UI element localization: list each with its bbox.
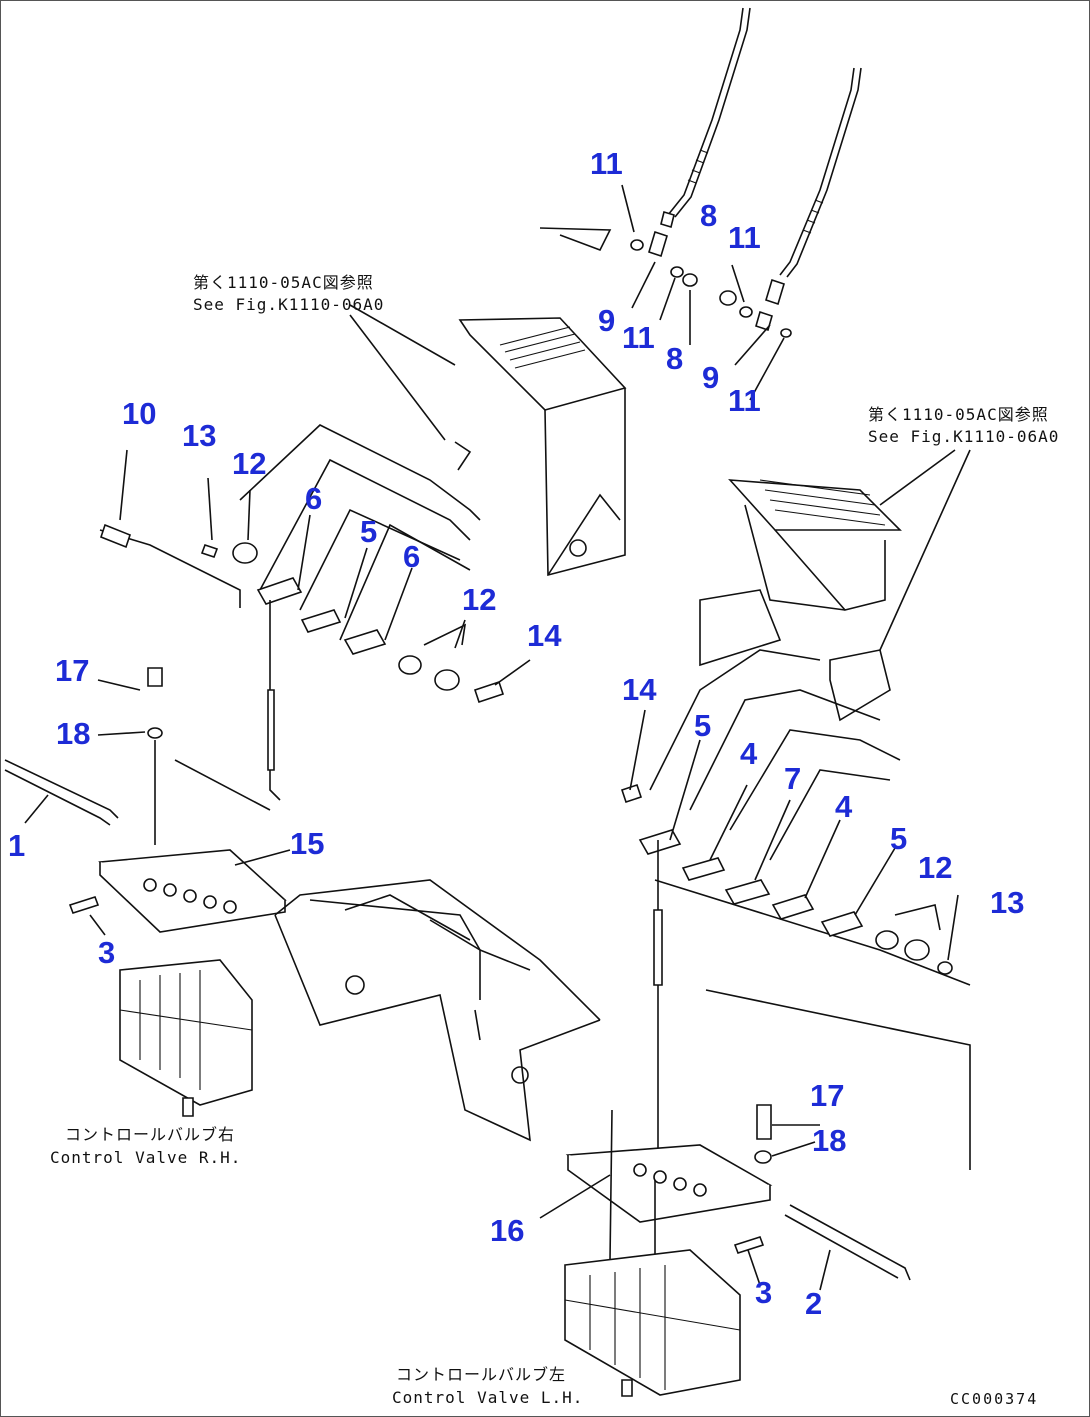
callout-14: 14 — [527, 618, 562, 653]
right-lever-stack — [620, 649, 971, 1200]
right-valve-group — [564, 1104, 911, 1397]
left-valve-group — [4, 667, 287, 1117]
callout-5: 5 — [694, 708, 712, 743]
callout-11: 11 — [728, 383, 761, 418]
callout-12: 12 — [462, 582, 497, 617]
valve-lh-jp: コントロールバルブ左 — [396, 1365, 567, 1384]
valve-rh-en: Control Valve R.H. — [50, 1148, 242, 1167]
callout-1: 1 — [8, 828, 26, 863]
valve-lh-en: Control Valve L.H. — [392, 1388, 584, 1407]
callout-8: 8 — [700, 198, 718, 233]
callout-4: 4 — [835, 789, 853, 824]
callout-4: 4 — [740, 736, 758, 771]
callout-9: 9 — [598, 303, 616, 338]
callout-12: 12 — [232, 446, 267, 481]
callout-10: 10 — [122, 396, 157, 431]
ref-left-jp: 第く1110-05AC図参照 — [193, 273, 374, 292]
callout-6: 6 — [305, 481, 323, 516]
nut-washer-group — [630, 239, 792, 338]
callout-18: 18 — [56, 716, 91, 751]
callout-3: 3 — [98, 935, 116, 970]
drawing-code: CC000374 — [950, 1390, 1039, 1408]
callout-17: 17 — [55, 653, 90, 688]
ref-right-en: See Fig.K1110-06A0 — [868, 427, 1060, 446]
callout-7: 7 — [784, 761, 802, 796]
callout-5: 5 — [890, 821, 908, 856]
right-lever-cover — [699, 479, 902, 722]
callout-3: 3 — [755, 1275, 773, 1310]
callout-12: 12 — [918, 850, 953, 885]
callout-13: 13 — [182, 418, 217, 453]
upper-left-cable — [648, 7, 751, 258]
callout-15: 15 — [290, 826, 325, 861]
valve-rh-jp: コントロールバルブ右 — [65, 1125, 236, 1144]
callout-13: 13 — [990, 885, 1025, 920]
callout-5: 5 — [360, 514, 378, 549]
left-lever-stack — [99, 424, 505, 811]
left-lever-cover — [454, 227, 627, 577]
callout-14: 14 — [622, 672, 657, 707]
callout-11: 11 — [590, 146, 623, 181]
ref-right-jp: 第く1110-05AC図参照 — [868, 405, 1049, 424]
leader-lines — [24, 184, 971, 1291]
callout-16: 16 — [490, 1213, 525, 1248]
item-12-braces — [423, 623, 941, 931]
center-console-frame — [274, 879, 601, 1142]
callout-17: 17 — [810, 1078, 845, 1113]
callout-11: 11 — [622, 320, 655, 355]
callout-9: 9 — [702, 360, 720, 395]
callout-18: 18 — [812, 1123, 847, 1158]
callout-6: 6 — [403, 539, 421, 574]
callout-11: 11 — [728, 220, 761, 255]
callout-2: 2 — [805, 1286, 823, 1321]
ref-left-en: See Fig.K1110-06A0 — [193, 295, 385, 314]
callout-8: 8 — [666, 341, 684, 376]
upper-right-cable — [755, 67, 862, 332]
